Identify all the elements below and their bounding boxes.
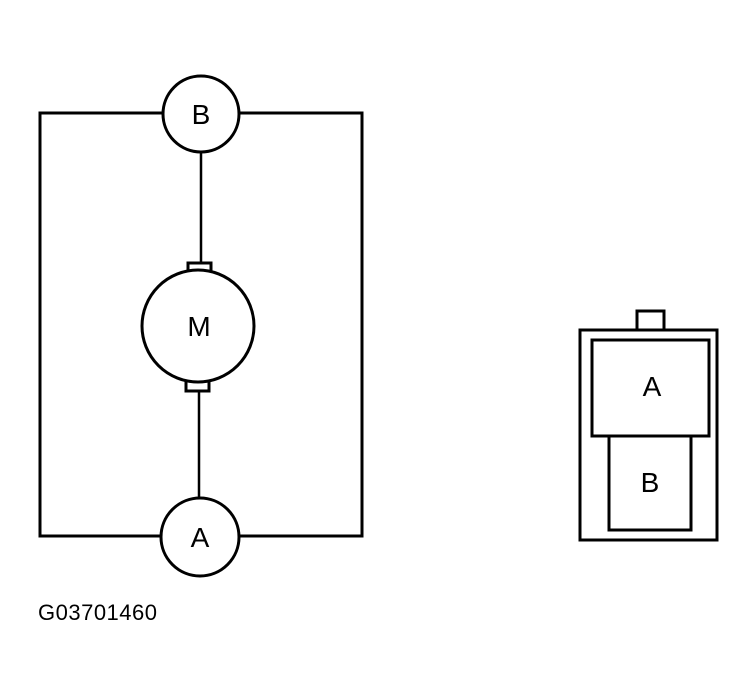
terminal-a-circle (159, 496, 241, 578)
terminal-b-label: B (192, 99, 211, 130)
motor-symbol (140, 268, 256, 384)
motor-label: M (187, 311, 210, 342)
connector-cavity-a-label: A (643, 371, 662, 402)
terminal-b-circle (161, 74, 241, 154)
connector-face-view: A B (578, 309, 719, 542)
figure-code: G03701460 (38, 600, 158, 625)
motor-circuit-schematic: M B A (38, 74, 364, 578)
terminal-a-label: A (191, 522, 210, 553)
connector-locking-tab (635, 309, 666, 333)
connector-cavity-a (590, 338, 711, 438)
connector-cavity-b-label: B (641, 467, 660, 498)
circuit-wire-right (238, 111, 364, 538)
circuit-wire-left (38, 111, 165, 538)
